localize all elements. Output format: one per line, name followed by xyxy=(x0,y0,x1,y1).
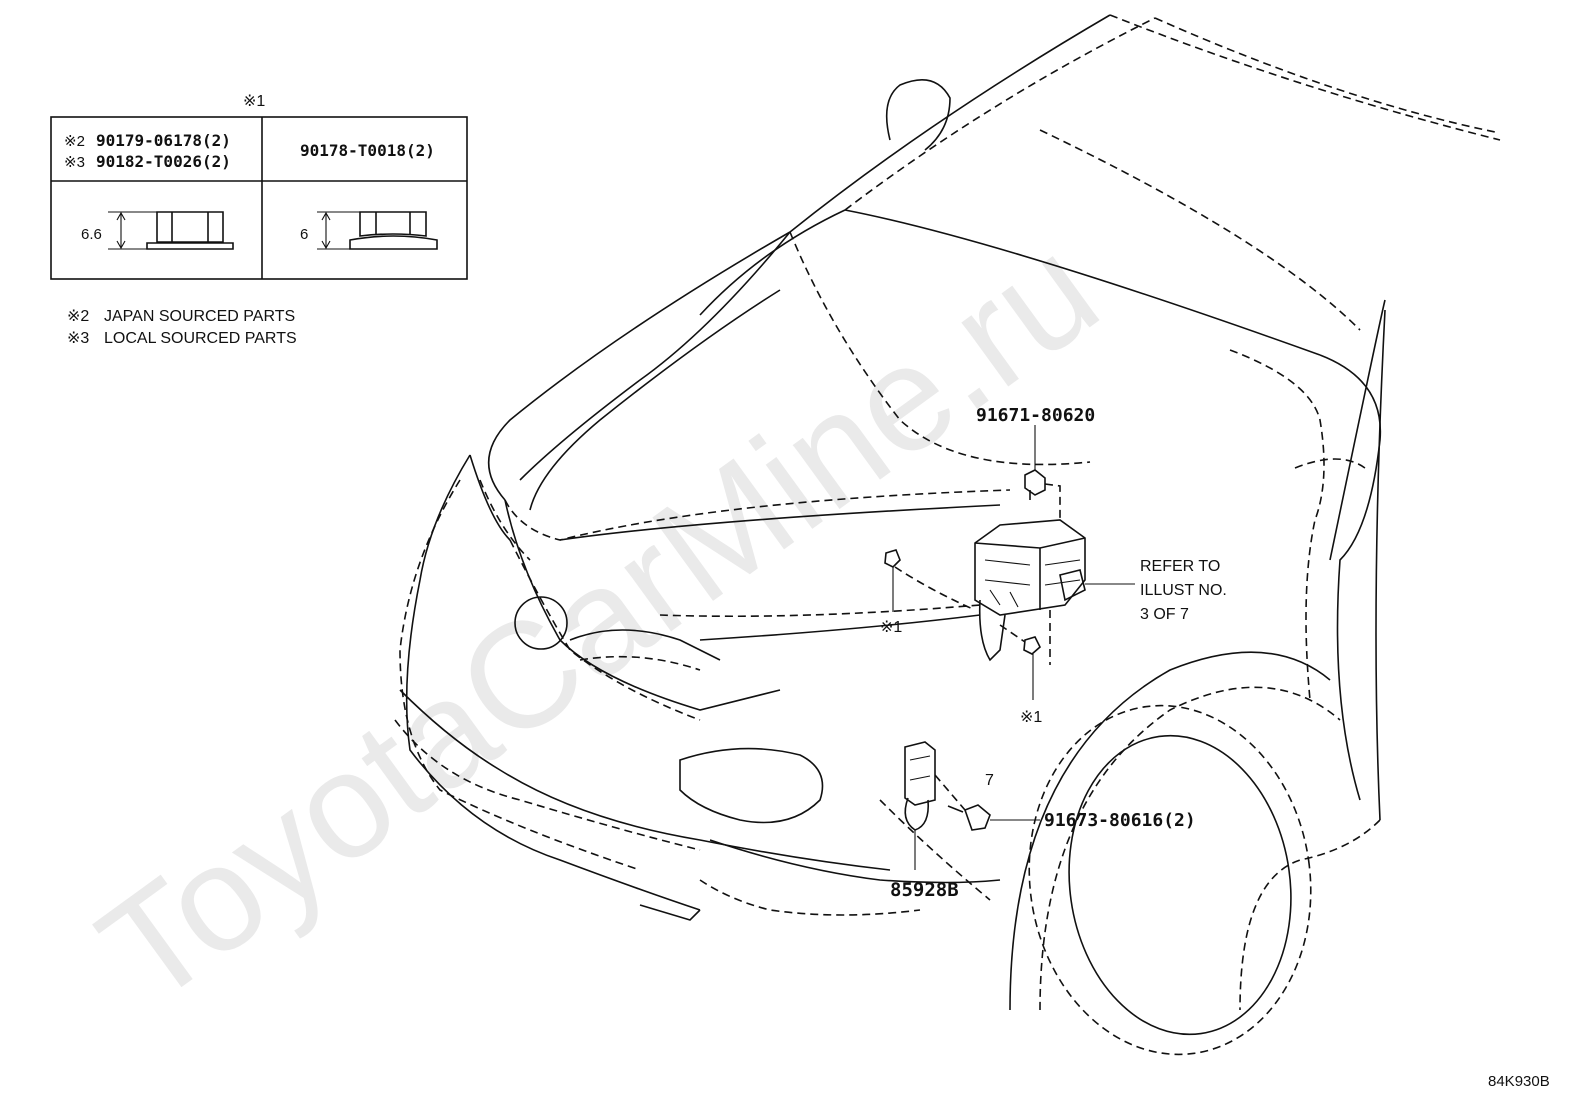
bolt-bottom-callout: 91673-80616(2) xyxy=(1044,810,1196,831)
note-2-mark: ※3 xyxy=(67,330,89,347)
note-1-mark: ※2 xyxy=(67,308,89,325)
refer-line-1: REFER TO xyxy=(1140,558,1220,575)
flange-nut-b-icon xyxy=(317,211,438,250)
nut-b-height: 6 xyxy=(300,226,308,243)
sensor-callout: 85928B xyxy=(890,879,959,901)
nut-a-height: 6.6 xyxy=(81,226,102,243)
note-2-text: LOCAL SOURCED PARTS xyxy=(104,330,297,347)
note-1-text: JAPAN SOURCED PARTS xyxy=(104,308,295,325)
bolt-icon xyxy=(1024,469,1046,500)
watermark: ToyotaCarMine.ru xyxy=(70,204,1126,1036)
figure-code: 84K930B xyxy=(1488,1073,1550,1090)
relay-box-icon xyxy=(974,519,1086,662)
nut-left-mark: ※1 xyxy=(880,619,902,636)
table-ref-mark: ※1 xyxy=(243,93,265,110)
cell-a-part-2: 90182-T0026(2) xyxy=(96,152,231,171)
bolt-top-callout: 91671-80620 xyxy=(976,405,1095,426)
nut-left-icon xyxy=(884,549,901,568)
car-front-drawing xyxy=(394,14,1501,1056)
cell-a-part-1: 90179-06178(2) xyxy=(96,131,231,150)
nut-right-mark: ※1 xyxy=(1020,709,1042,726)
bolt-bottom-icon xyxy=(947,804,991,831)
flange-nut-a-icon xyxy=(108,211,234,250)
small-mark: 7 xyxy=(985,772,994,789)
nut-right-icon xyxy=(1023,636,1041,655)
legend-table: ※1 ※2 90179-06178(2) ※3 90182-T0026(2) 9… xyxy=(50,93,468,280)
cell-b-part: 90178-T0018(2) xyxy=(300,141,435,160)
sensor-icon xyxy=(904,741,936,870)
cell-a-mark-2: ※2 xyxy=(64,133,85,150)
cell-a-mark-3: ※3 xyxy=(64,154,85,171)
refer-line-3: 3 OF 7 xyxy=(1140,606,1189,623)
refer-line-2: ILLUST NO. xyxy=(1140,582,1227,599)
notes: ※2 JAPAN SOURCED PARTS ※3 LOCAL SOURCED … xyxy=(67,308,297,347)
